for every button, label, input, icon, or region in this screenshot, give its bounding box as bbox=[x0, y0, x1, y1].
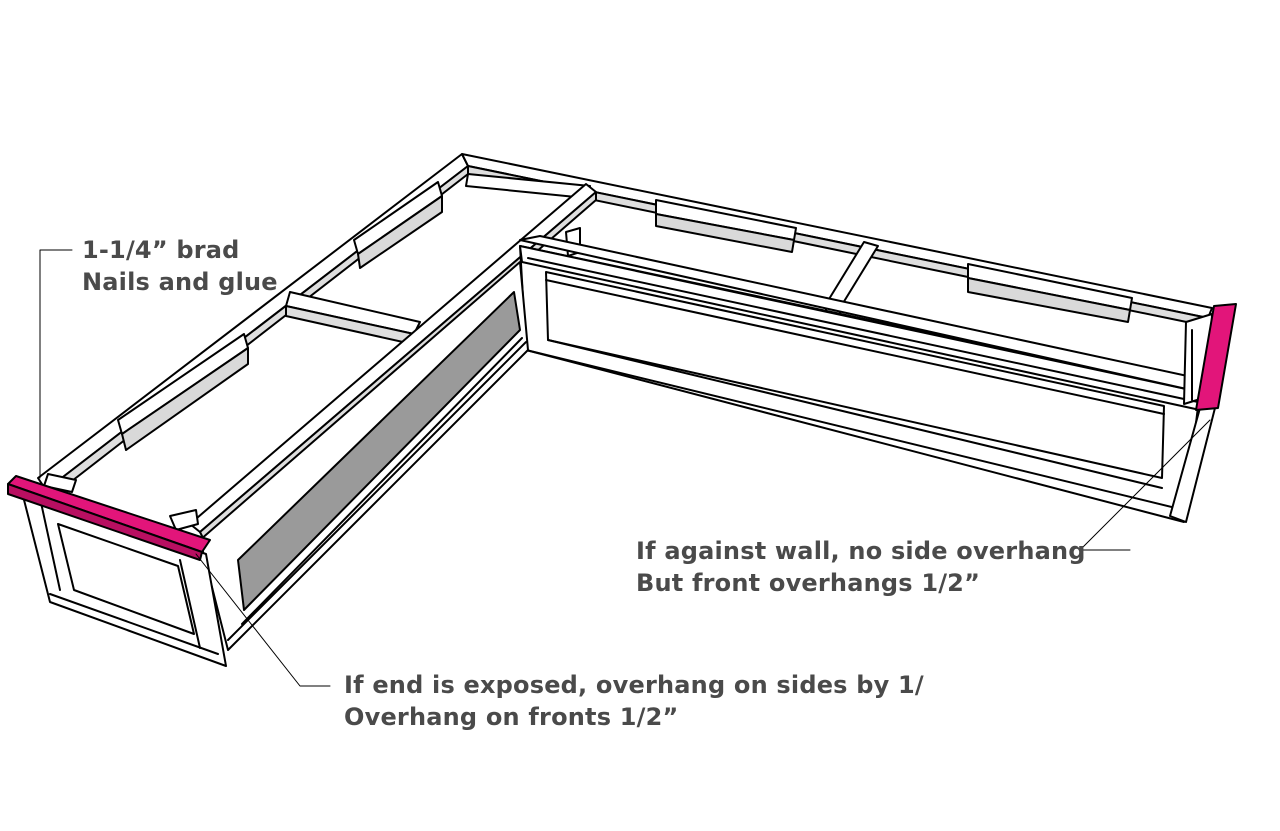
annotation-exposed-line1: If end is exposed, overhang on sides by … bbox=[344, 671, 924, 699]
right-arm-front-face bbox=[519, 245, 1201, 523]
annotation-exposed-line2: Overhang on fronts 1/2” bbox=[344, 703, 679, 731]
left-arm-cross-support bbox=[285, 291, 421, 345]
annotation-wall-line1: If against wall, no side overhang bbox=[636, 537, 1086, 565]
leader-exposed bbox=[195, 553, 331, 687]
leader-nails bbox=[39, 249, 73, 479]
annotation-wall: If against wall, no side overhang But fr… bbox=[636, 535, 1086, 599]
right-end-trim bbox=[1195, 303, 1237, 411]
annotation-exposed: If end is exposed, overhang on sides by … bbox=[344, 669, 924, 733]
annotation-nails-line2: Nails and glue bbox=[82, 268, 278, 296]
leader-wall bbox=[1079, 419, 1211, 551]
left-arm-front-face bbox=[199, 261, 529, 651]
left-end-support bbox=[169, 509, 199, 531]
annotation-wall-line2: But front overhangs 1/2” bbox=[636, 569, 981, 597]
left-arm-cleats bbox=[117, 181, 443, 451]
right-arm-cleats bbox=[655, 199, 1133, 323]
annotation-nails: 1-1/4” brad Nails and glue bbox=[82, 234, 278, 298]
left-end-trim bbox=[7, 475, 211, 561]
annotation-nails-line1: 1-1/4” brad bbox=[82, 236, 240, 264]
leader-lines bbox=[39, 249, 1211, 687]
